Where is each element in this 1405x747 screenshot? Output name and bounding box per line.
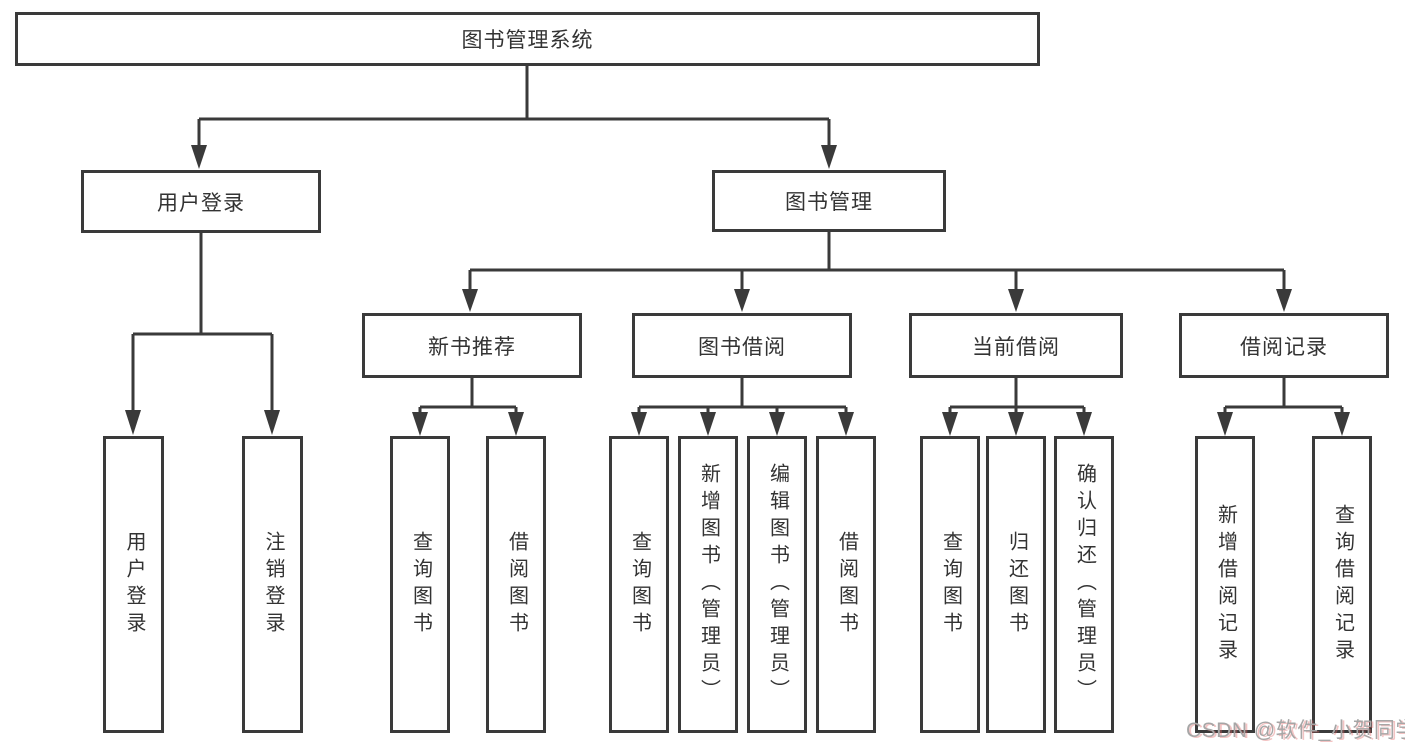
- leaf-edit-books-admin: 编辑图书（管理员）: [747, 436, 807, 733]
- arrow-leaf: [264, 410, 280, 435]
- leaf-edit-books-admin-label: 编辑图书（管理员）: [766, 463, 789, 706]
- csdn-watermark: CSDN @软件_小贺同学: [1186, 719, 1405, 742]
- node-new-book-recommend: 新书推荐: [362, 313, 582, 378]
- leaf-borrow-books: 借阅图书: [816, 436, 876, 733]
- leaf-query-books-borrow-label: 查询图书: [628, 530, 651, 639]
- arrow-leaf: [508, 412, 524, 436]
- arrow-leaf: [412, 412, 428, 436]
- connector-new-book-split: [418, 378, 518, 414]
- leaf-query-books-recommend-label: 查询图书: [409, 530, 432, 639]
- node-book-borrow-label: 图书借阅: [698, 335, 786, 359]
- leaf-return-books: 归还图书: [986, 436, 1046, 733]
- arrow-leaf: [1217, 412, 1233, 436]
- connector-borrow-records-split: [1223, 378, 1344, 414]
- connector-current-borrow-split: [948, 378, 1086, 414]
- leaf-borrow-books-label: 借阅图书: [835, 530, 858, 639]
- arrow-leaf: [769, 412, 785, 436]
- leaf-confirm-return-admin: 确认归还（管理员）: [1054, 436, 1114, 733]
- arrow-to-book-management: [821, 145, 837, 169]
- connector-book-borrow-split: [637, 378, 848, 414]
- leaf-borrow-books-recommend: 借阅图书: [486, 436, 546, 733]
- leaf-user-login: 用户登录: [103, 436, 164, 733]
- leaf-query-books-current: 查询图书: [920, 436, 980, 733]
- leaf-logout-label: 注销登录: [262, 530, 284, 639]
- leaf-confirm-return-admin-label: 确认归还（管理员）: [1073, 463, 1096, 706]
- node-new-book-recommend-label: 新书推荐: [428, 335, 516, 359]
- node-current-borrow-label: 当前借阅: [972, 335, 1060, 359]
- leaf-query-books-recommend: 查询图书: [390, 436, 450, 733]
- node-borrow-records: 借阅记录: [1179, 313, 1389, 378]
- leaf-add-borrow-record-label: 新增借阅记录: [1214, 503, 1237, 666]
- leaf-add-books-admin-label: 新增图书（管理员）: [697, 463, 720, 706]
- node-borrow-records-label: 借阅记录: [1240, 335, 1328, 359]
- arrow-to-borrow-records: [1276, 289, 1292, 312]
- leaf-add-borrow-record: 新增借阅记录: [1195, 436, 1255, 733]
- arrow-leaf: [942, 412, 958, 436]
- arrow-to-current-borrow: [1008, 289, 1024, 312]
- arrow-leaf: [1334, 412, 1350, 436]
- connector-book-management-split: [468, 232, 1286, 291]
- node-library-system: 图书管理系统: [15, 12, 1040, 66]
- leaf-return-books-label: 归还图书: [1005, 530, 1028, 639]
- arrow-leaf: [1076, 412, 1092, 436]
- node-user-login-label: 用户登录: [157, 191, 245, 215]
- leaf-borrow-books-recommend-label: 借阅图书: [505, 530, 528, 639]
- node-user-login: 用户登录: [81, 170, 321, 233]
- leaf-add-books-admin: 新增图书（管理员）: [678, 436, 738, 733]
- arrow-leaf: [700, 412, 716, 436]
- arrow-to-user-login: [191, 145, 207, 169]
- arrow-leaf: [1008, 412, 1024, 436]
- leaf-query-borrow-record-label: 查询借阅记录: [1331, 503, 1354, 666]
- connector-root-split: [197, 66, 831, 147]
- node-book-management-label: 图书管理: [785, 191, 873, 214]
- arrow-leaf: [838, 412, 854, 436]
- leaf-query-books-borrow: 查询图书: [609, 436, 669, 733]
- arrow-leaf: [631, 412, 647, 436]
- node-current-borrow: 当前借阅: [909, 313, 1123, 378]
- leaf-user-login-label: 用户登录: [123, 530, 145, 639]
- connector-user-login-split: [131, 233, 274, 413]
- leaf-query-borrow-record: 查询借阅记录: [1312, 436, 1372, 733]
- arrow-to-book-borrow: [734, 289, 750, 312]
- node-book-borrow: 图书借阅: [632, 313, 852, 378]
- leaf-query-books-current-label: 查询图书: [939, 530, 962, 639]
- node-book-management: 图书管理: [712, 170, 946, 232]
- arrow-leaf: [125, 410, 141, 435]
- leaf-logout: 注销登录: [242, 436, 303, 733]
- node-library-system-label: 图书管理系统: [461, 29, 594, 52]
- arrow-to-new-book: [462, 289, 478, 312]
